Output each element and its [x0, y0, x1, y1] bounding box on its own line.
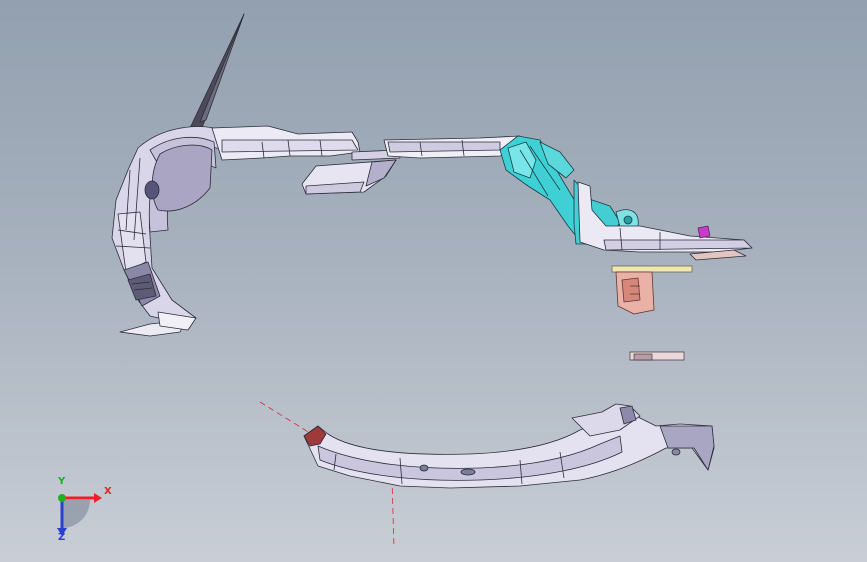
small-pink-bracket[interactable] [629, 351, 685, 361]
z-axis-label: Z [58, 532, 66, 543]
x-axis-arrow-icon [62, 493, 102, 503]
axis-triad[interactable]: X Y Z [44, 476, 114, 546]
z-axis-arrow-icon [57, 498, 67, 536]
rocker-panel-upper[interactable] [211, 125, 525, 161]
salmon-mount-block[interactable] [615, 271, 655, 315]
bottom-sill-assembly[interactable] [259, 401, 715, 549]
y-axis-label: Y [58, 476, 66, 487]
rocker-panel-lower-bracket[interactable] [301, 159, 397, 195]
y-axis-dot-icon [58, 494, 66, 502]
x-axis-label: X [104, 486, 112, 497]
magenta-clip[interactable] [697, 225, 711, 239]
triad-shadow-icon [62, 500, 90, 528]
front-crossmember-tail[interactable] [577, 181, 753, 261]
yellow-spacer-plate[interactable] [611, 265, 693, 273]
left-wheel-arch-assembly[interactable] [111, 13, 245, 337]
